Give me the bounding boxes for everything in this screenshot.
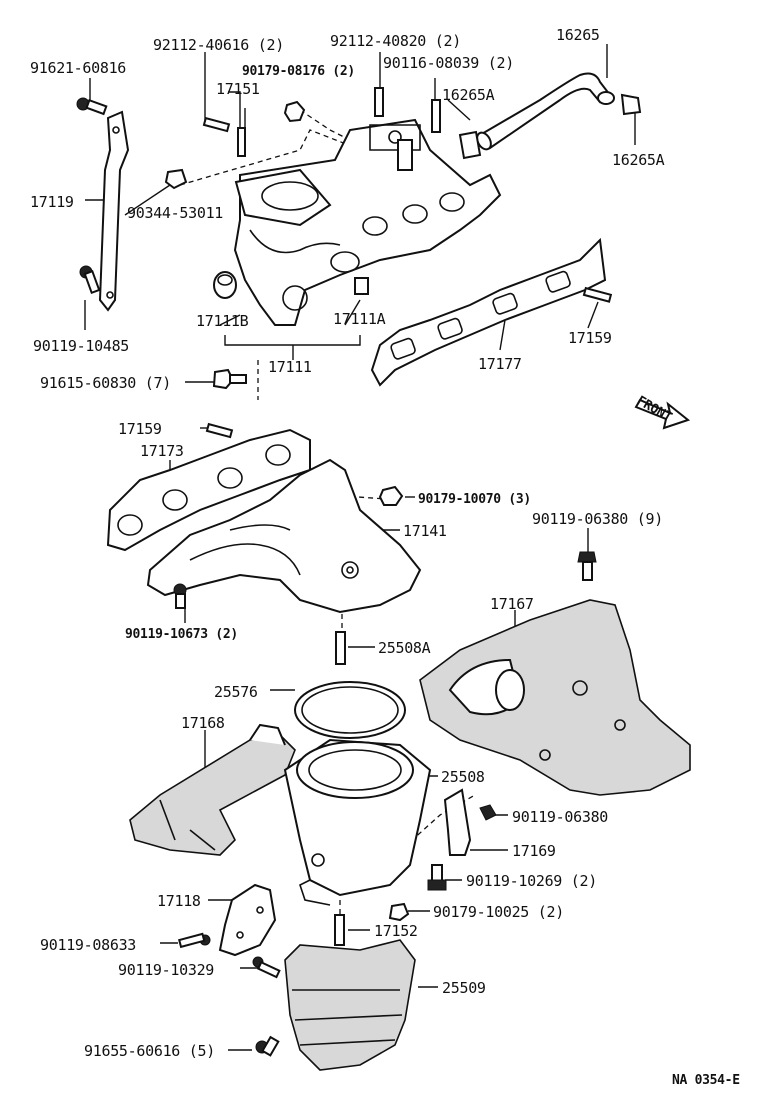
label-17111A: 17111A	[333, 310, 386, 328]
diagram-code: NA 0354-E	[672, 1073, 740, 1088]
gasket-17173	[106, 428, 311, 552]
support-17168	[129, 723, 296, 856]
bolt-90119-10673	[173, 583, 187, 609]
bracket-17118	[218, 883, 277, 957]
stud-17151	[237, 127, 246, 157]
stud-17159-top	[582, 286, 613, 303]
label-91621-60816: 91621-60816	[30, 59, 126, 77]
bolt-90119-06380-9	[577, 551, 597, 581]
label-90179-10070: 90179-10070 (3)	[418, 492, 531, 507]
label-90119-10329: 90119-10329	[118, 961, 214, 979]
plug-90344-53011	[164, 168, 188, 190]
label-17151: 17151	[216, 80, 260, 98]
nut-90179-10070	[378, 485, 404, 506]
label-17177: 17177	[478, 355, 522, 373]
clamp-16265A-right	[620, 93, 642, 116]
stud-92112-40616	[202, 116, 231, 133]
bolt-90119-10269	[427, 864, 447, 891]
bracket-17169	[443, 788, 472, 856]
heat-insulator-17167	[419, 599, 691, 796]
label-25508: 25508	[441, 768, 485, 786]
label-17173: 17173	[140, 442, 184, 460]
label-90116-08039: 90116-08039 (2)	[383, 54, 514, 72]
heat-insulator-25509	[284, 939, 416, 1071]
label-92112-40616: 92112-40616 (2)	[153, 36, 284, 54]
stud-92112-40820	[374, 87, 384, 117]
label-16265: 16265	[556, 26, 600, 44]
bolt-90119-06380	[479, 804, 497, 821]
label-17167: 17167	[490, 595, 534, 613]
bolt-91621-60816	[76, 97, 108, 116]
bolt-90119-08633	[177, 932, 211, 949]
stud-90116-08039	[431, 99, 441, 133]
label-17141: 17141	[403, 522, 447, 540]
label-16265A-right: 16265A	[612, 151, 665, 169]
label-17118: 17118	[157, 892, 201, 910]
nut-91615-60830	[212, 368, 247, 390]
label-90344-53011: 90344-53011	[127, 204, 223, 222]
label-25576: 25576	[214, 683, 258, 701]
label-17119: 17119	[30, 193, 74, 211]
label-25508A: 25508A	[378, 639, 431, 657]
stud-25508A	[335, 631, 346, 665]
part-labels: 92112-40616 (2) 92112-40820 (2) 16265 91…	[30, 26, 740, 1088]
clamp-16265A-left	[458, 130, 482, 160]
label-17159-mid: 17159	[118, 420, 162, 438]
label-90119-10673: 90119-10673 (2)	[125, 627, 238, 642]
converter-25508	[283, 738, 432, 906]
stud-17152	[334, 914, 345, 946]
label-91655-60616: 91655-60616 (5)	[84, 1042, 215, 1060]
bolt-91655-60616	[255, 1035, 280, 1057]
label-90119-10485: 90119-10485	[33, 337, 129, 355]
gasket-17177	[370, 237, 607, 387]
label-17169: 17169	[512, 842, 556, 860]
label-17111B: 17111B	[196, 312, 249, 330]
gasket-25576	[294, 681, 406, 739]
plug-17111A	[354, 277, 369, 295]
exhaust-manifold-17141	[146, 458, 422, 614]
front-arrow	[634, 398, 691, 430]
label-front: FRONT	[634, 393, 675, 425]
label-17111: 17111	[268, 358, 312, 376]
stud-17159-mid	[205, 422, 234, 439]
bolt-90119-10329	[252, 956, 281, 979]
nut-90179-10025	[388, 902, 410, 922]
label-90179-10025: 90179-10025 (2)	[433, 903, 564, 921]
label-17159-top: 17159	[568, 329, 612, 347]
label-17152: 17152	[374, 922, 418, 940]
intake-manifold-17111	[233, 118, 502, 326]
nut-90179-08176	[283, 100, 306, 123]
label-90119-06380-9: 90119-06380 (9)	[532, 510, 663, 528]
hose-16265	[476, 72, 615, 151]
label-90119-08633: 90119-08633	[40, 936, 136, 954]
label-91615-60830: 91615-60830 (7)	[40, 374, 171, 392]
label-90119-06380: 90119-06380	[512, 808, 608, 826]
label-90119-10269: 90119-10269 (2)	[466, 872, 597, 890]
bolt-90119-10485	[79, 265, 101, 295]
label-17168: 17168	[181, 714, 225, 732]
label-92112-40820: 92112-40820 (2)	[330, 32, 461, 50]
stay-bracket-17119	[98, 110, 130, 312]
plug-17111B	[213, 271, 237, 299]
label-25509: 25509	[442, 979, 486, 997]
label-16265A-top: 16265A	[442, 86, 495, 104]
label-90179-08176: 90179-08176 (2)	[242, 64, 355, 79]
